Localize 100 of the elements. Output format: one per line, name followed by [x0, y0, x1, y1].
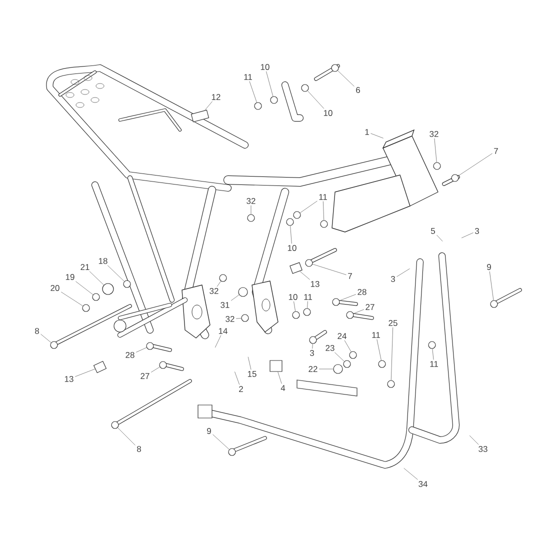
- leader-line: [334, 352, 344, 362]
- fastener: [50, 341, 58, 349]
- leader-line: [89, 271, 104, 286]
- callout-number: 31: [220, 302, 230, 308]
- callout-number: 22: [308, 366, 318, 372]
- fastener: [428, 341, 436, 349]
- fastener: [333, 364, 343, 374]
- fastener: [146, 342, 154, 350]
- fastener: [286, 218, 294, 226]
- callout-number: 10: [324, 110, 332, 116]
- fastener: [123, 280, 131, 288]
- leader-line: [117, 427, 136, 446]
- leader-line: [250, 205, 252, 214]
- callout-number: 13: [64, 376, 74, 382]
- fastener: [332, 298, 340, 306]
- callout-number: 11: [244, 74, 252, 80]
- callout-number: 10: [260, 64, 270, 70]
- fastener: [490, 300, 498, 308]
- leader-line: [370, 133, 384, 138]
- callout-number: 18: [98, 258, 108, 264]
- fastener: [292, 311, 300, 319]
- fastener: [320, 220, 328, 228]
- leader-line: [236, 318, 242, 319]
- fastener: [433, 162, 441, 170]
- part: [93, 360, 107, 374]
- fastener: [241, 314, 249, 322]
- callout-number: 1: [365, 129, 369, 135]
- callout-number: 11: [372, 332, 380, 338]
- leader-line: [404, 468, 418, 480]
- callout-number: 11: [319, 194, 327, 200]
- callout-number: 19: [66, 274, 74, 280]
- leader-line: [266, 71, 274, 97]
- callout-number: 12: [212, 94, 220, 100]
- part: [190, 110, 210, 122]
- callout-number: 7: [494, 148, 498, 154]
- leader-line: [461, 232, 474, 238]
- callout-number: 32: [226, 316, 234, 322]
- callout-number: 3: [310, 350, 314, 356]
- fastener: [247, 214, 255, 222]
- leader-line: [214, 335, 222, 348]
- callout-number: 32: [246, 198, 256, 204]
- callout-number: 28: [358, 289, 366, 295]
- callout-number: 10: [288, 294, 298, 300]
- leader-line: [40, 334, 52, 343]
- callout-number: 27: [366, 304, 374, 310]
- leader-line: [60, 292, 84, 306]
- callout-number: 6: [356, 87, 360, 93]
- callout-number: 3: [390, 276, 395, 282]
- callout-number: 27: [140, 373, 150, 379]
- leader-line: [432, 348, 434, 360]
- fastener: [102, 283, 114, 295]
- fastener: [346, 311, 354, 319]
- fastener: [92, 293, 100, 301]
- leader-line: [458, 153, 492, 176]
- callout-number: 5: [431, 228, 436, 234]
- leader-line: [136, 347, 147, 352]
- fastener: [219, 274, 227, 282]
- callout-number: 8: [137, 446, 141, 452]
- callout-number: 9: [207, 428, 211, 434]
- part: [290, 262, 302, 274]
- callout-number: 24: [338, 333, 346, 339]
- callout-number: 21: [80, 264, 90, 270]
- callout-number: 25: [388, 320, 398, 326]
- leader-line: [75, 281, 94, 295]
- callout-number: 13: [310, 281, 320, 287]
- fastener: [349, 351, 357, 359]
- leader-line: [278, 372, 282, 384]
- leader-line: [249, 81, 257, 103]
- fastener: [254, 102, 262, 110]
- leader-line: [390, 327, 394, 380]
- callout-number: 33: [478, 446, 488, 452]
- leader-line: [234, 371, 240, 385]
- leader-line: [353, 309, 364, 314]
- callout-number: 23: [326, 345, 334, 351]
- callout-number: 8: [35, 328, 39, 334]
- leader-line: [436, 234, 443, 242]
- callout-number: 20: [50, 285, 60, 291]
- fastener: [159, 361, 167, 369]
- leader-line: [294, 301, 296, 312]
- leader-line: [338, 70, 354, 87]
- leader-line: [307, 301, 308, 308]
- fastener: [111, 421, 119, 429]
- leader-line: [318, 368, 334, 370]
- fastener: [228, 448, 236, 456]
- leader-line: [230, 294, 240, 301]
- leader-line: [339, 294, 356, 301]
- leader-line: [290, 226, 292, 244]
- callout-number: 15: [248, 371, 256, 377]
- leader-line: [107, 265, 124, 282]
- leader-line: [300, 270, 310, 280]
- leader-line: [300, 200, 318, 214]
- callout-number: 9: [487, 264, 491, 270]
- fastener: [238, 287, 248, 297]
- fastener: [451, 174, 459, 182]
- callout-number: 34: [418, 481, 428, 487]
- fastener: [82, 304, 90, 312]
- callout-number: 3: [474, 228, 479, 234]
- leader-line: [248, 356, 252, 370]
- callout-number: 2: [239, 386, 243, 392]
- fastener: [343, 360, 351, 368]
